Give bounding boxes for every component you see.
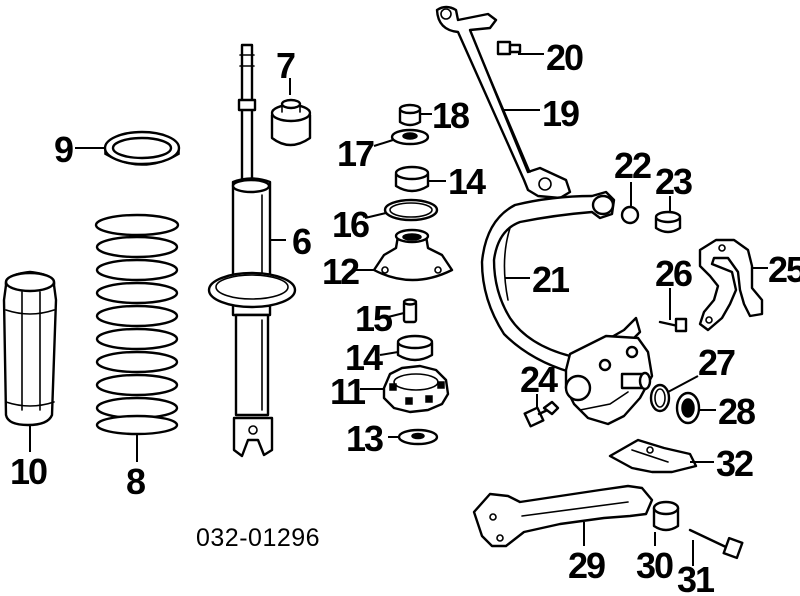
callout-29: 29 — [568, 545, 605, 586]
callout-20: 20 — [546, 37, 583, 78]
callout-22: 22 — [614, 145, 651, 186]
part-16-o-ring — [383, 198, 439, 222]
callout-13: 13 — [346, 418, 383, 459]
part-14-upper-mount-rubber — [394, 165, 430, 193]
callout-17: 17 — [337, 133, 374, 174]
part-19-upper-link — [435, 5, 572, 200]
callout-23: 23 — [655, 161, 692, 202]
callout-31: 31 — [677, 559, 715, 596]
part-12-mount-base — [372, 228, 454, 282]
leader-lines — [29, 53, 768, 566]
part-20-bolt — [496, 40, 522, 56]
part-27-seal — [649, 383, 671, 413]
part-15-spacer — [402, 298, 418, 324]
callout-14-upper: 14 — [448, 161, 486, 202]
callout-14-lower: 14 — [345, 337, 383, 378]
part-8-coil-spring — [94, 213, 180, 436]
part-17-washer — [390, 128, 430, 146]
callout-28: 28 — [718, 391, 755, 432]
callout-10: 10 — [10, 451, 47, 492]
part-9-spring-seat — [103, 130, 181, 166]
part-21-upper-arm — [480, 190, 642, 374]
callout-30: 30 — [636, 545, 673, 586]
part-24-bolt — [523, 400, 560, 428]
callout-27: 27 — [698, 342, 735, 383]
callout-25: 25 — [768, 249, 800, 290]
part-14-lower-bump-stop — [396, 334, 434, 362]
callout-16: 16 — [332, 204, 369, 245]
part-26-bolt — [658, 317, 688, 333]
callout-12: 12 — [322, 251, 359, 292]
part-18-nut — [398, 103, 422, 127]
part-6-shock-absorber — [207, 43, 297, 458]
callout-26: 26 — [655, 253, 692, 294]
part-32-plate — [608, 438, 698, 474]
callout-7: 7 — [276, 45, 295, 86]
part-11-lock-nut — [382, 364, 450, 414]
callout-11: 11 — [330, 371, 366, 412]
part-23-bushing — [654, 210, 682, 234]
part-7-upper-bushing — [270, 98, 312, 147]
part-22-bushing — [620, 205, 640, 225]
part-10-dust-boot — [2, 270, 58, 427]
callout-19: 19 — [542, 93, 579, 134]
part-30-bushing — [652, 500, 680, 532]
knuckle — [564, 334, 654, 426]
callout-24: 24 — [520, 359, 558, 400]
callout-9: 9 — [54, 129, 73, 170]
callout-15: 15 — [355, 298, 393, 339]
callout-6: 6 — [292, 221, 311, 262]
part-13-washer — [397, 428, 439, 446]
part-31-bolt — [688, 528, 744, 560]
callout-21: 21 — [532, 259, 570, 300]
callout-8: 8 — [126, 461, 145, 502]
callout-32: 32 — [716, 443, 753, 484]
callout-18: 18 — [432, 95, 469, 136]
callout-labels: 7 20 9 18 19 17 14 22 23 16 6 12 21 25 2… — [10, 37, 800, 596]
diagram-code: 032-01296 — [196, 524, 320, 552]
part-29-lower-arm — [472, 484, 654, 548]
part-28-bearing — [675, 391, 701, 425]
part-25-bracket — [698, 238, 764, 332]
